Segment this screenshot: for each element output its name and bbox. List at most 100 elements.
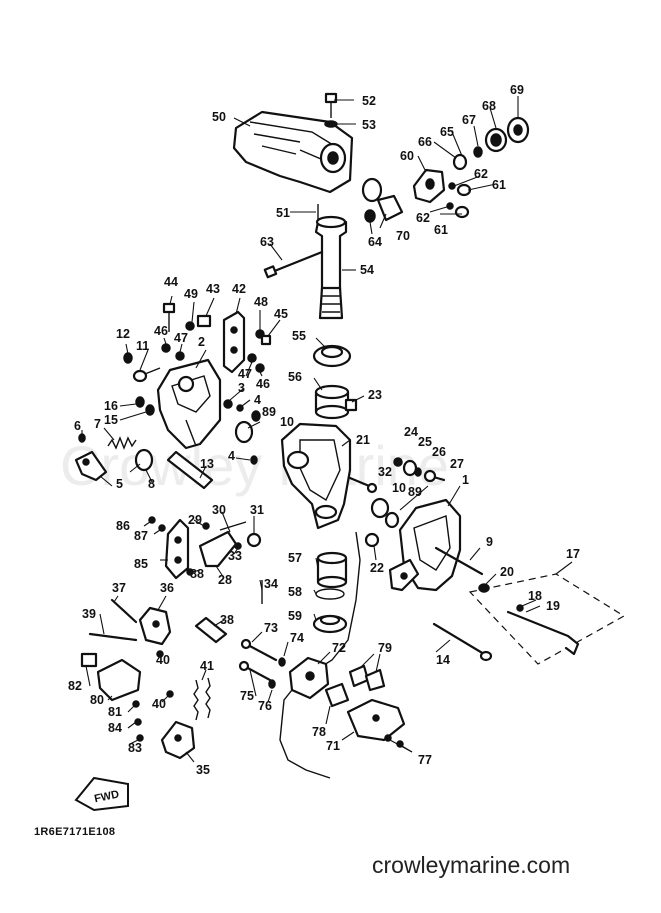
site-watermark: crowleymarine.com	[372, 852, 571, 878]
washer-49	[185, 321, 195, 331]
sleeve-57	[316, 551, 348, 589]
callout-72: 72	[332, 641, 346, 655]
callout-62b: 62	[416, 211, 430, 225]
leader-lines	[81, 96, 573, 763]
plate-85	[164, 518, 190, 580]
callout-54: 54	[360, 263, 374, 277]
nut-24	[393, 457, 403, 467]
callout-40b: 40	[152, 697, 166, 711]
pin-38	[194, 616, 228, 644]
washer-47	[175, 351, 185, 361]
bracket-71	[346, 698, 406, 742]
nut-68	[484, 127, 508, 153]
callout-79: 79	[378, 641, 392, 655]
bolt-4b	[250, 455, 258, 465]
pin-18	[516, 604, 524, 612]
callout-2: 2	[198, 335, 205, 349]
nut-12	[123, 352, 133, 364]
callout-85: 85	[134, 557, 148, 571]
bracket-36	[138, 606, 172, 646]
washer-15	[145, 404, 155, 416]
callout-6: 6	[74, 419, 81, 433]
callout-24: 24	[404, 425, 418, 439]
callout-52: 52	[362, 94, 376, 108]
pin-6	[78, 433, 86, 443]
bracket-80	[96, 658, 142, 702]
callout-86: 86	[116, 519, 130, 533]
washer-74	[278, 657, 286, 667]
group-17-outline	[468, 573, 626, 665]
callout-10a: 10	[280, 415, 294, 429]
callout-4b: 4	[228, 449, 235, 463]
nut-84	[134, 718, 142, 726]
callout-74: 74	[290, 631, 304, 645]
callout-37: 37	[112, 581, 126, 595]
callout-43: 43	[206, 282, 220, 296]
callout-17: 17	[566, 547, 580, 561]
bolt-83	[136, 734, 144, 742]
callouts: 52 53 69 50 68 67 65 66 60 62 61 62 61 5…	[68, 83, 580, 777]
washer-66	[452, 153, 468, 171]
washer-47b	[247, 353, 257, 363]
bracket-72	[288, 656, 330, 700]
callout-44: 44	[164, 275, 178, 289]
washer-3	[223, 399, 233, 409]
callout-41: 41	[200, 659, 214, 673]
washer-25	[402, 459, 418, 477]
washer-46	[161, 343, 171, 353]
callout-70: 70	[396, 229, 410, 243]
fwd-label: FWD	[93, 788, 120, 805]
bolt-61-upper	[448, 182, 472, 197]
callout-57: 57	[288, 551, 302, 565]
callout-71: 71	[326, 739, 340, 753]
clip-23	[344, 398, 358, 412]
callout-18: 18	[528, 589, 542, 603]
washer-64	[364, 209, 376, 223]
catalog-number: 1R6E7171E108	[34, 826, 116, 838]
spring-7	[107, 436, 137, 450]
washer-76	[268, 679, 276, 689]
clamp-bracket-1	[388, 498, 462, 592]
bushing-8	[134, 448, 154, 472]
callout-10b: 10	[392, 481, 406, 495]
bolt-61-lower	[446, 202, 470, 219]
callout-28: 28	[218, 573, 232, 587]
callout-38: 38	[220, 613, 234, 627]
callout-69: 69	[510, 83, 524, 97]
callout-48: 48	[254, 295, 268, 309]
callout-87: 87	[134, 529, 148, 543]
callout-21: 21	[356, 433, 370, 447]
callout-89a: 89	[262, 405, 276, 419]
grip-82	[80, 652, 98, 668]
bolt-32	[348, 476, 378, 494]
callout-46b: 46	[256, 377, 270, 391]
callout-26: 26	[432, 445, 446, 459]
callout-7: 7	[94, 417, 101, 431]
bolt-86	[148, 516, 156, 524]
ring-58	[315, 588, 345, 600]
bushing-59	[312, 614, 348, 634]
callout-20: 20	[500, 565, 514, 579]
callout-40a: 40	[156, 653, 170, 667]
sleeve-56	[314, 384, 350, 420]
callout-61b: 61	[434, 223, 448, 237]
callout-62a: 62	[474, 167, 488, 181]
callout-19: 19	[546, 599, 560, 613]
washer-20	[478, 583, 490, 593]
callout-46a: 46	[154, 324, 168, 338]
callout-50: 50	[212, 110, 226, 124]
bolt-45	[260, 334, 272, 346]
callout-36: 36	[160, 581, 174, 595]
washer-81	[132, 700, 140, 708]
pin-40b	[166, 690, 174, 698]
nut-22	[364, 532, 380, 548]
callout-83: 83	[128, 741, 142, 755]
callout-47b: 47	[238, 367, 252, 381]
callout-78: 78	[312, 725, 326, 739]
washer-67	[473, 146, 483, 158]
callout-80: 80	[90, 693, 104, 707]
pad-78	[324, 682, 350, 708]
spring-41a	[193, 679, 199, 721]
washer-89b	[384, 511, 400, 529]
bolt-39	[88, 632, 138, 642]
